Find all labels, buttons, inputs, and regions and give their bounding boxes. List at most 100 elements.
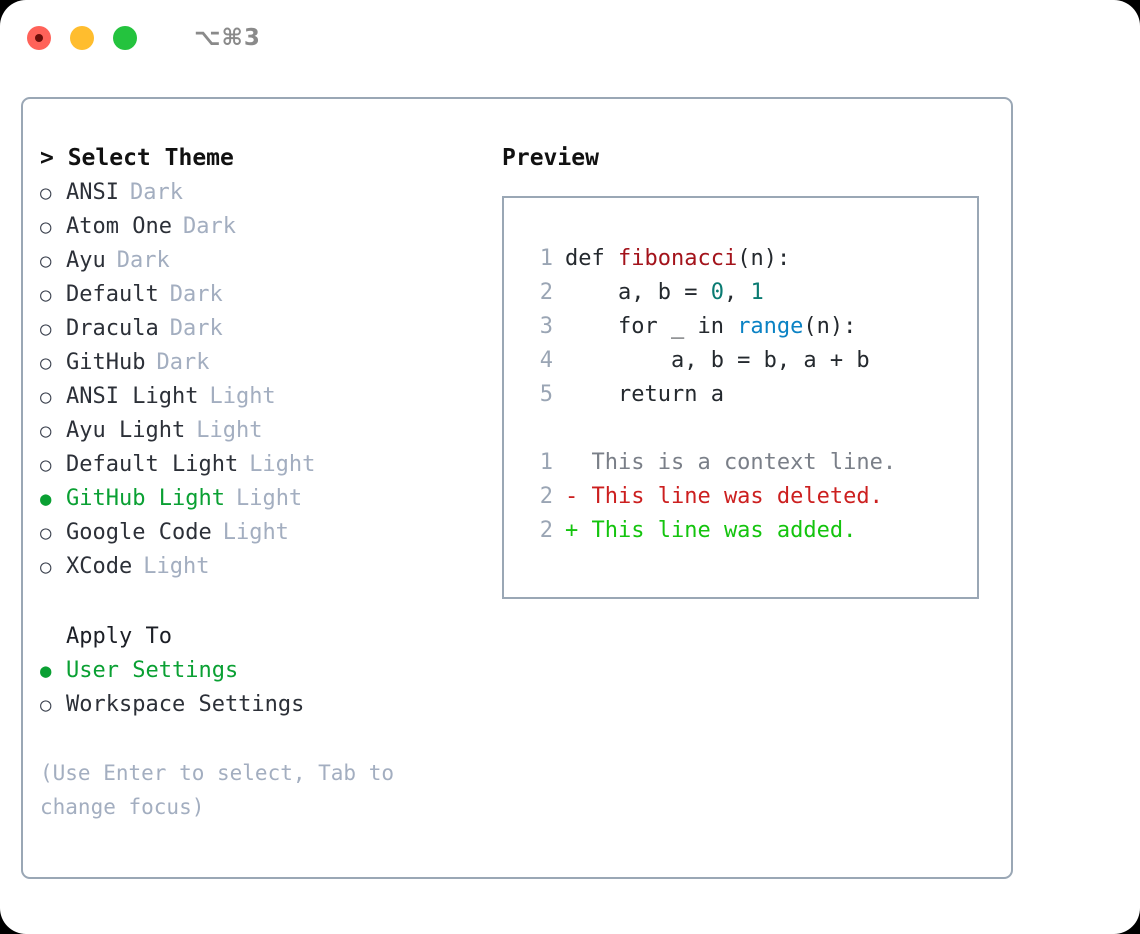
code-token-plain: a, b = b, a + b [565,348,870,373]
code-diff-spacer [525,412,977,446]
theme-option-label: GitHub Light [66,486,225,511]
radio-unselected-icon: ○ [40,522,52,544]
apply-to-options[interactable]: ● User Settings ○ Workspace Settings [40,654,480,722]
code-token-plain: (n): [803,314,857,339]
code-line-content: return a [565,378,724,412]
theme-variant-badge: Dark [116,248,170,273]
code-token-plain: return a [565,382,724,407]
theme-option-ansi[interactable]: ○ ANSI Dark [40,176,480,210]
close-button[interactable] [27,26,51,50]
theme-option-atom-one[interactable]: ○ Atom One Dark [40,210,480,244]
code-token-plain: (n): [737,246,791,271]
theme-option-label: Ayu [66,248,106,273]
keyboard-shortcut-label: ⌥⌘3 [194,25,261,51]
theme-option-label: Ayu Light [66,418,186,443]
code-line-content: def fibonacci(n): [565,242,790,276]
code-line-number: 4 [539,348,553,373]
diff-sample: 1 This is a context line. 2 - This line wa… [525,446,977,548]
diff-line-text: - This line was deleted. [565,484,883,509]
theme-option-ansi-light[interactable]: ○ ANSI Light Light [40,380,480,414]
theme-option-dracula[interactable]: ○ Dracula Dark [40,312,480,346]
theme-option-ayu[interactable]: ○ Ayu Dark [40,244,480,278]
radio-unselected-icon: ○ [40,454,52,476]
theme-option-ayu-light[interactable]: ○ Ayu Light Light [40,414,480,448]
radio-selected-icon: ● [40,488,52,510]
code-token-plain: for _ in [565,314,738,339]
code-line: 4 a, b = b, a + b [525,344,977,378]
theme-option-label: Dracula [66,316,159,341]
code-token-num: 0 [710,280,724,305]
code-line-content: a, b = b, a + b [565,344,870,378]
radio-unselected-icon: ○ [40,284,52,306]
code-token-plain: , [723,280,751,305]
diff-line-del: 2 - This line was deleted. [525,480,977,514]
apply-to-option-label: Workspace Settings [66,692,305,717]
theme-option-label: Google Code [66,520,212,545]
theme-option-label: XCode [66,554,133,579]
diff-line-text: + This line was added. [565,518,857,543]
code-line: 1 def fibonacci(n): [525,242,977,276]
traffic-lights [27,26,137,50]
code-line-content: a, b = 0, 1 [565,276,764,310]
theme-variant-badge: Light [143,554,210,579]
radio-unselected-icon: ○ [40,420,52,442]
code-line: 3 for _ in range(n): [525,310,977,344]
diff-line-number: 2 [539,484,553,509]
diff-line-text: This is a context line. [565,450,897,475]
minimize-button[interactable] [70,26,94,50]
theme-option-label: Default [66,282,159,307]
code-token-plain: def [565,246,618,271]
code-line-number: 1 [539,246,553,271]
theme-variant-badge: Light [235,486,303,511]
apply-to-option-label: User Settings [66,658,239,683]
theme-option-github-light[interactable]: ● GitHub Light Light [40,482,480,516]
radio-unselected-icon: ○ [40,250,52,272]
code-line-number: 2 [539,280,553,305]
apply-to-header: Apply To [66,624,172,649]
theme-variant-badge: Light [209,384,276,409]
radio-unselected-icon: ○ [40,694,52,716]
radio-selected-icon: ● [40,660,52,682]
radio-unselected-icon: ○ [40,352,52,374]
radio-unselected-icon: ○ [40,318,52,340]
theme-option-label: ANSI [66,180,119,205]
radio-unselected-icon: ○ [40,556,52,578]
theme-variant-badge: Light [196,418,263,443]
select-theme-header: > Select Theme [40,145,234,171]
radio-unselected-icon: ○ [40,386,52,408]
theme-variant-badge: Dark [182,214,236,239]
code-line: 2 a, b = 0, 1 [525,276,977,310]
theme-variant-badge: Light [249,452,316,477]
diff-line-number: 1 [539,450,553,475]
theme-option-label: Atom One [66,214,172,239]
theme-option-label: GitHub [66,350,146,375]
apply-to-option-user-settings[interactable]: ● User Settings [40,654,480,688]
apply-to-option-workspace-settings[interactable]: ○ Workspace Settings [40,688,480,722]
code-line: 5 return a [525,378,977,412]
theme-variant-badge: Dark [169,316,223,341]
diff-line-add: 2+ This line was added. [525,514,977,548]
code-token-num: 1 [750,280,764,305]
maximize-button[interactable] [113,26,137,50]
code-token-plain: a, b = [565,280,711,305]
theme-option-label: ANSI Light [66,384,199,409]
code-token-fn: fibonacci [617,246,738,271]
code-line-content: for _ in range(n): [565,310,856,344]
radio-unselected-icon: ○ [40,216,52,238]
radio-unselected-icon: ○ [40,182,52,204]
theme-variant-badge: Dark [129,180,183,205]
code-line-number: 5 [539,382,553,407]
title-bar: ⌥⌘3 [0,0,1140,76]
theme-option-xcode[interactable]: ○ XCode Light [40,550,480,584]
